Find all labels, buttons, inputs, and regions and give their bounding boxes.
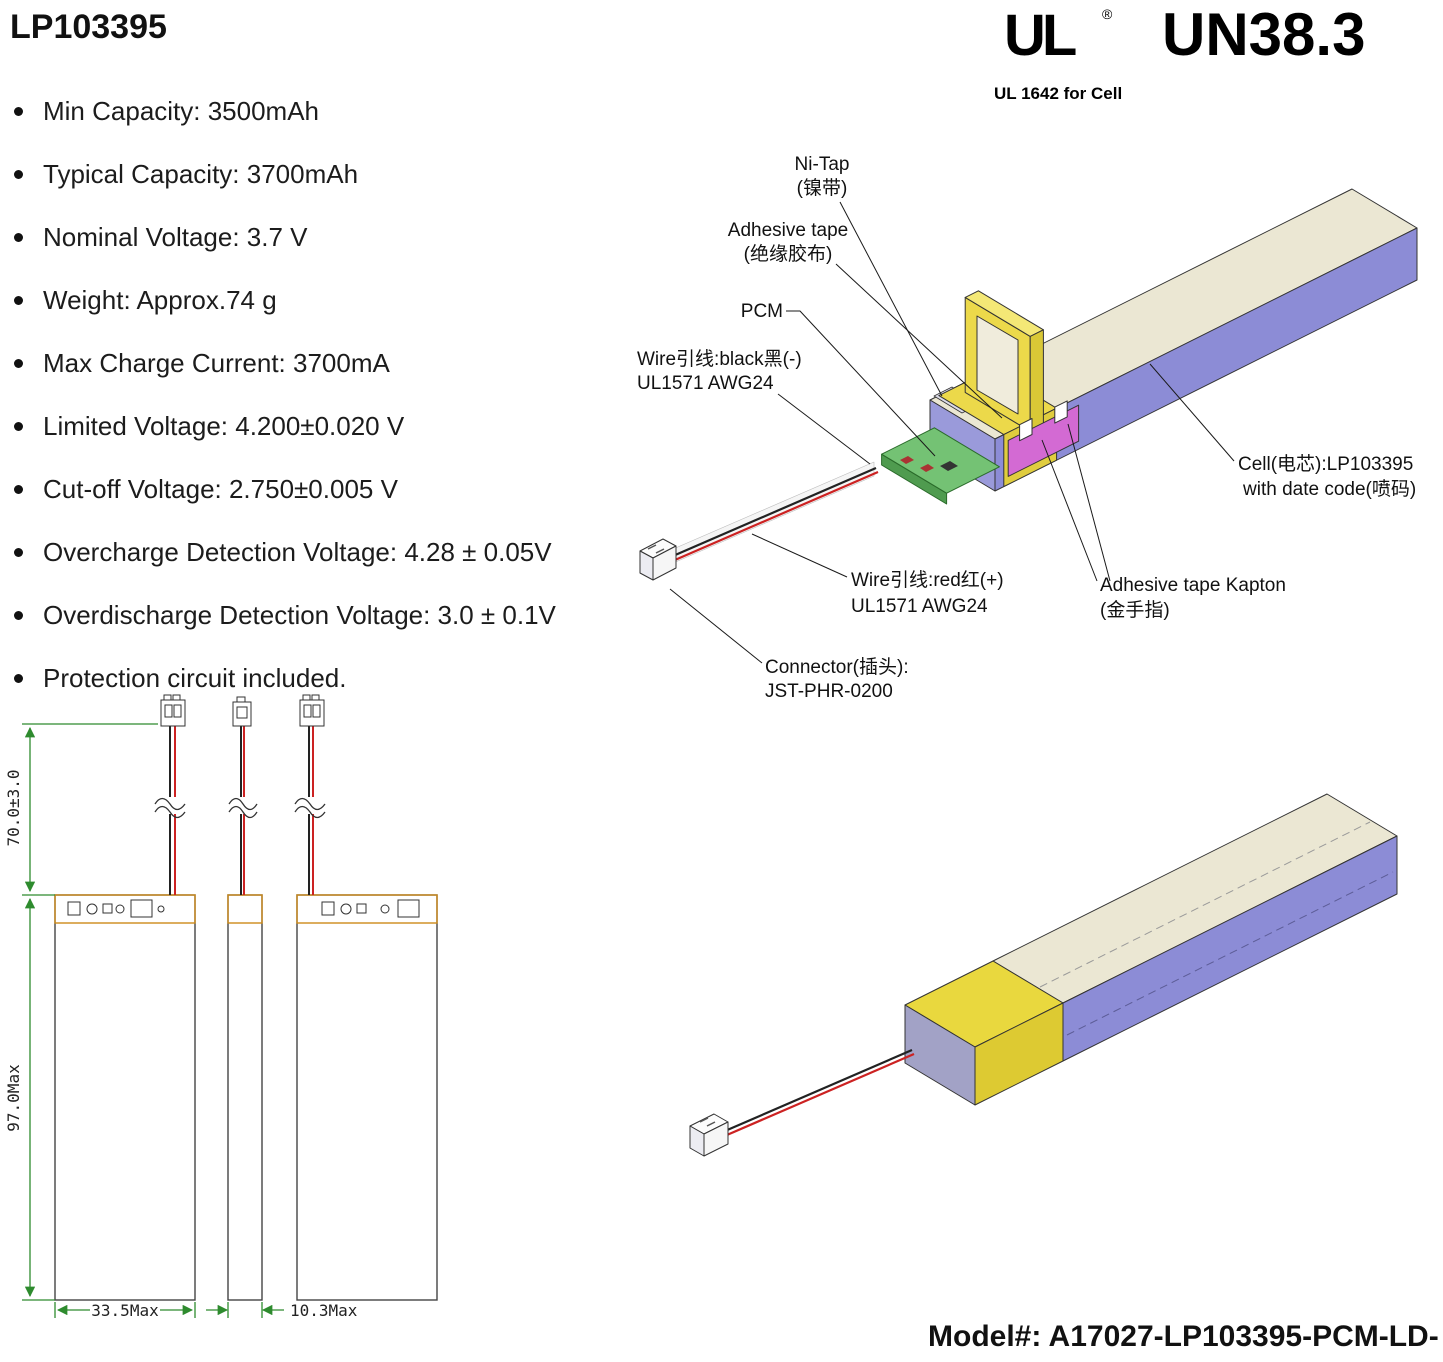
spec-item: Nominal Voltage: 3.7 V [10,206,670,269]
spec-item: Protection circuit included. [10,647,670,710]
battery-isometric-assembled-view [689,793,1398,1157]
ul-registered-icon: ® [1102,6,1113,22]
dim-body-thickness: 10.3Max [290,1301,358,1320]
adhesive-tape-label-cn: (绝缘胶布) [744,243,833,265]
tape-arch-part [964,290,1044,432]
wire-leads-assembled [717,1048,915,1140]
dimension-labels: 70.0±3.0 97.0Max 33.5Max 10.3Max [4,769,358,1320]
spec-item: Cut-off Voltage: 2.750±0.005 V [10,458,670,521]
callout-leader-lines [669,201,1235,664]
wire-red-label-2: UL1571 AWG24 [851,596,988,617]
spec-item: Min Capacity: 3500mAh [10,80,670,143]
pcm-label: PCM [741,301,783,322]
spec-text: Protection circuit included. [43,663,347,693]
adhesive-tape-label: Adhesive tape [728,220,848,241]
dim-body-length: 97.0Max [4,1064,23,1132]
bullet-icon [14,107,23,116]
dim-wire-length: 70.0±3.0 [4,769,23,846]
rear-view [294,694,438,1301]
cell-label: Cell(电芯):LP103395 [1238,453,1413,475]
ul-subtitle: UL 1642 for Cell [994,84,1123,103]
bullet-icon [14,233,23,242]
spec-item: Typical Capacity: 3700mAh [10,143,670,206]
spec-text: Nominal Voltage: 3.7 V [43,222,308,252]
ni-tap-label: Ni-Tap [795,154,850,175]
model-number: Model#: A17027-LP103395-PCM-LD- [928,1320,1439,1353]
spec-text: Limited Voltage: 4.200±0.020 V [43,411,405,441]
wire-black-label-2: UL1571 AWG24 [637,373,774,394]
bullet-icon [14,611,23,620]
page-title: LP103395 [10,8,167,46]
bullet-icon [14,548,23,557]
wire-red-label: Wire引线:red红(+) [851,569,1004,591]
ni-tap-label-cn: (镍带) [797,177,848,199]
spec-item: Weight: Approx.74 g [10,269,670,332]
spec-list: Min Capacity: 3500mAh Typical Capacity: … [10,80,670,710]
certification-block: UL ® UN38.3 UL 1642 for Cell [990,0,1443,120]
spec-text: Overdischarge Detection Voltage: 3.0 ± 0… [43,600,556,630]
spec-text: Overcharge Detection Voltage: 4.28 ± 0.0… [43,537,552,567]
dim-body-width: 33.5Max [91,1301,159,1320]
side-view [227,696,263,1301]
jst-connector-part [639,538,677,581]
bullet-icon [14,296,23,305]
jst-connector-assembled [689,1113,729,1157]
spec-item: Max Charge Current: 3700mA [10,332,670,395]
kapton-label-cn: (金手指) [1100,599,1170,621]
kapton-label: Adhesive tape Kapton [1100,575,1286,596]
spec-item: Overcharge Detection Voltage: 4.28 ± 0.0… [10,521,670,584]
connector-label: Connector(插头): [765,656,909,678]
spec-item: Overdischarge Detection Voltage: 3.0 ± 0… [10,584,670,647]
un383-label: UN38.3 [1162,1,1366,68]
bullet-icon [14,422,23,431]
spec-text: Typical Capacity: 3700mAh [43,159,359,189]
battery-isometric-exploded-view: Ni-Tap (镍带) Adhesive tape (绝缘胶布) PCM Wir… [637,154,1418,702]
bullet-icon [14,674,23,683]
seam-line-side [1066,871,1394,1036]
seam-line-top [1039,821,1371,988]
cell-body-assembled [904,793,1398,1106]
spec-text: Weight: Approx.74 g [43,285,277,315]
ul-logo: UL [1004,3,1077,68]
front-view [54,694,196,1301]
wire-black-label: Wire引线:black黑(-) [637,348,802,370]
spec-text: Min Capacity: 3500mAh [43,96,320,126]
kapton-tape-part [1007,400,1080,477]
bullet-icon [14,170,23,179]
wire-leads [663,461,879,568]
spec-text: Max Charge Current: 3700mA [43,348,390,378]
spec-text: Cut-off Voltage: 2.750±0.005 V [43,474,398,504]
callout-labels: Ni-Tap (镍带) Adhesive tape (绝缘胶布) PCM Wir… [637,154,1416,702]
connector-label-2: JST-PHR-0200 [765,681,893,702]
bullet-icon [14,359,23,368]
spec-item: Limited Voltage: 4.200±0.020 V [10,395,670,458]
dimensioned-drawing: 70.0±3.0 97.0Max 33.5Max 10.3Max [4,694,438,1320]
bullet-icon [14,485,23,494]
cell-label-2: with date code(喷码) [1242,478,1416,500]
